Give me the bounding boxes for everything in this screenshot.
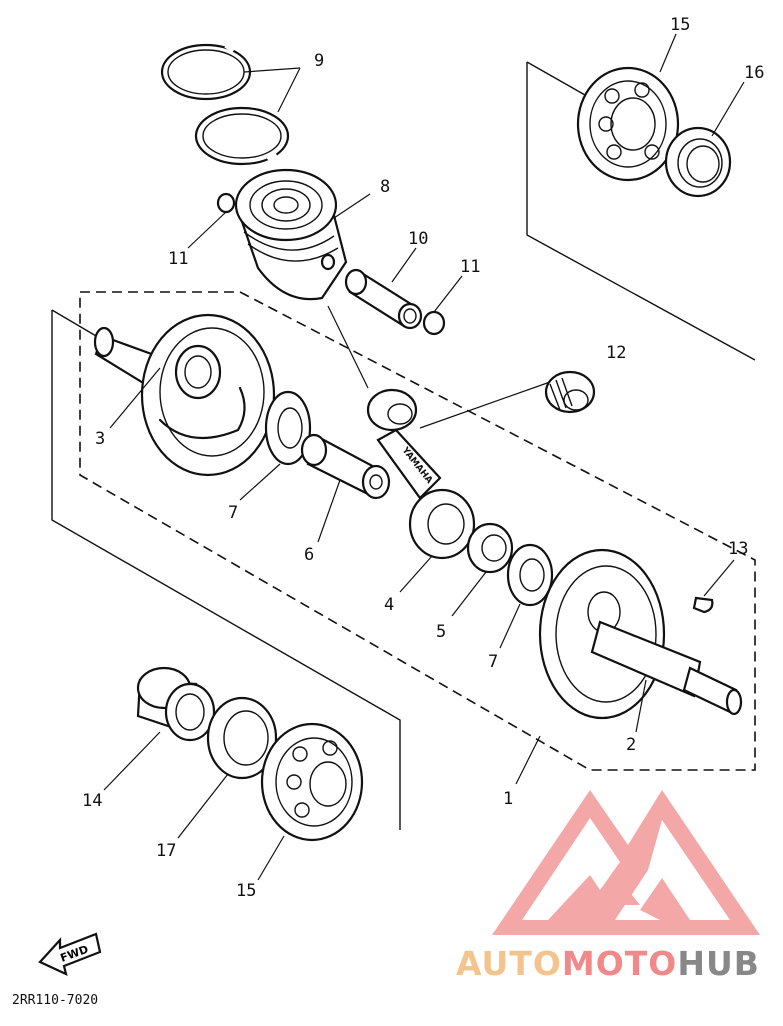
thrust-washer-right — [506, 543, 554, 607]
callout-7b: 7 — [488, 652, 498, 672]
crank-pin — [300, 433, 391, 500]
watermark-moto: MOTO — [562, 944, 677, 983]
crank-half-left — [93, 313, 276, 477]
callout-12: 12 — [606, 343, 626, 363]
connecting-rod: YAMAHA — [366, 388, 476, 560]
automotohub-logo — [492, 790, 760, 935]
callout-7a: 7 — [228, 503, 238, 523]
callout-4: 4 — [384, 595, 394, 615]
piston-pin — [344, 268, 423, 330]
callout-17: 17 — [156, 841, 176, 861]
woodruff-key — [692, 596, 714, 614]
spacer — [136, 666, 216, 742]
crank-bearing-top — [576, 66, 680, 182]
callout-6: 6 — [304, 545, 314, 565]
bearing-group-bracket — [526, 61, 756, 361]
callout-13: 13 — [728, 539, 748, 559]
callout-10: 10 — [408, 229, 428, 249]
piston — [234, 168, 348, 301]
crank-half-right — [538, 548, 743, 720]
callout-15b: 15 — [236, 881, 256, 901]
callout-15a: 15 — [670, 15, 690, 35]
piston-ring-upper — [160, 42, 252, 101]
thrust-washer-left — [264, 390, 312, 466]
watermark-hub: HUB — [677, 944, 760, 983]
crank-bearing-bottom — [260, 722, 364, 842]
watermark-brand: AUTOMOTOHUB — [456, 944, 760, 983]
callout-5: 5 — [436, 622, 446, 642]
callout-2: 2 — [626, 735, 636, 755]
callout-8: 8 — [380, 177, 390, 197]
callout-1: 1 — [503, 789, 513, 809]
callout-14: 14 — [82, 791, 102, 811]
callout-labels: 1 2 3 4 5 6 7 7 8 9 10 11 11 12 13 14 15… — [82, 15, 764, 901]
piston-pin-clip-left — [216, 192, 236, 214]
big-end-bearing — [466, 522, 514, 574]
callout-16: 16 — [744, 63, 764, 83]
watermark-auto: AUTO — [456, 944, 562, 983]
fwd-arrow-icon: FWD — [38, 932, 102, 976]
piston-pin-clip-right — [422, 310, 446, 336]
small-end-needle-bearing — [544, 370, 596, 414]
piston-ring-lower — [194, 106, 290, 166]
callout-11b: 11 — [460, 257, 480, 277]
leader-lines — [103, 33, 745, 881]
crank-assembly-dashed-outline — [79, 291, 756, 771]
callout-9: 9 — [314, 51, 324, 71]
drawing-code: 2RR110-7020 — [12, 993, 98, 1008]
oil-seal-top — [664, 126, 732, 198]
callout-3: 3 — [95, 429, 105, 449]
callout-11a: 11 — [168, 249, 188, 269]
oil-seal-bottom — [206, 696, 278, 780]
